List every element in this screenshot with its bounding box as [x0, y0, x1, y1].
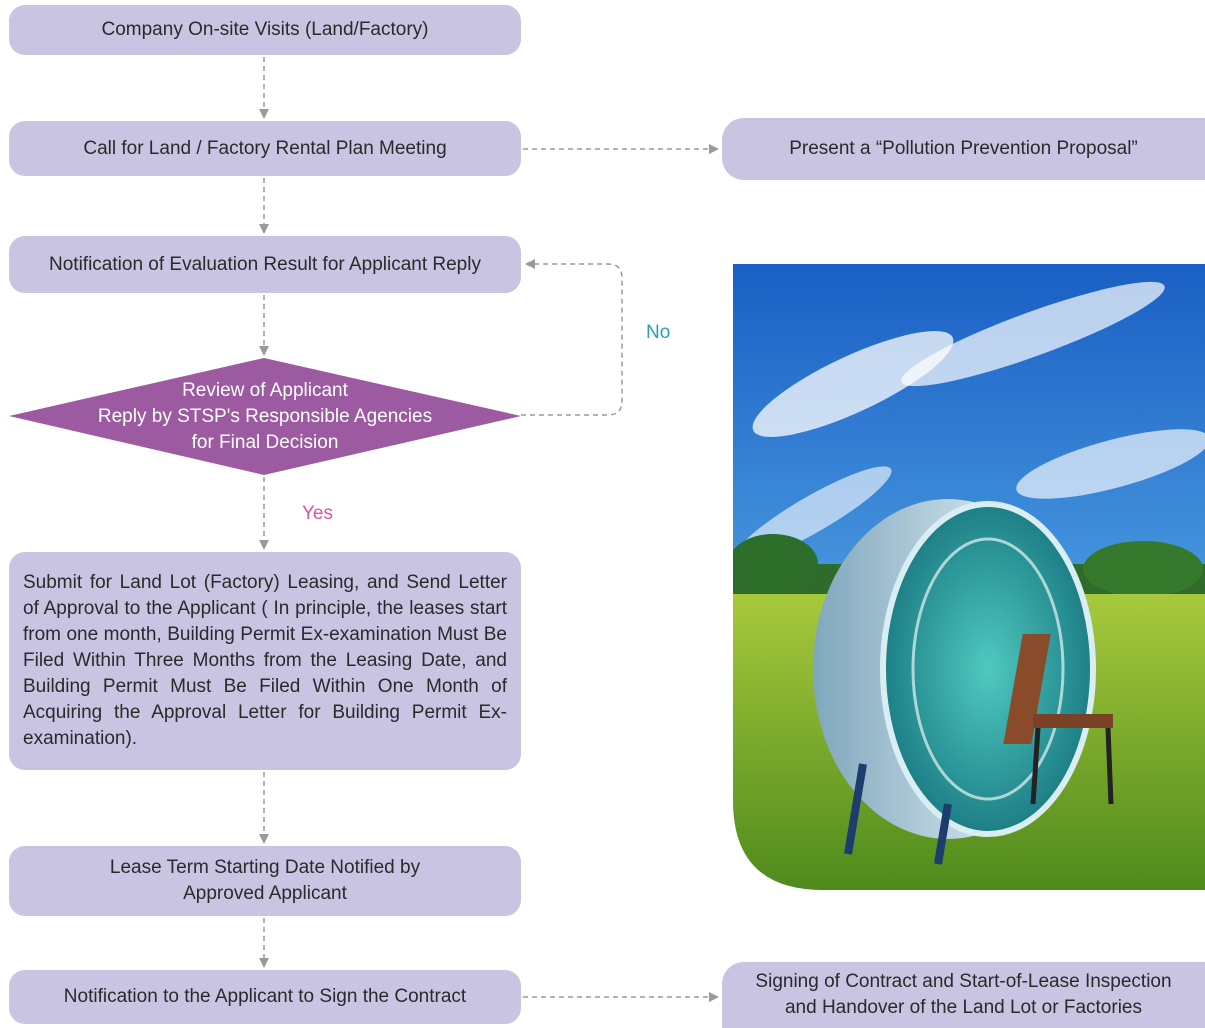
step-onsite-visits-text: Company On-site Visits (Land/Factory)	[101, 19, 429, 40]
park-sculpture-photo	[733, 264, 1205, 890]
decision-diamond-shape	[9, 358, 521, 475]
step-submit-leasing: Submit for Land Lot (Factory) Leasing, a…	[9, 552, 521, 770]
decision-line-2: Reply by STSP's Responsible Agencies	[97, 406, 433, 427]
decision-line-1: Review of Applicant	[182, 380, 348, 401]
step-sign-contract-notification-text: Notification to the Applicant to Sign th…	[63, 986, 467, 1007]
step-submit-leasing-text: Submit for Land Lot (Factory) Leasing, a…	[23, 572, 507, 749]
side-contract-handover-line-2: and Handover of the Land Lot or Factorie…	[784, 997, 1142, 1018]
step-sign-contract-notification: Notification to the Applicant to Sign th…	[9, 970, 521, 1024]
no-label: No	[646, 322, 671, 343]
step-onsite-visits: Company On-site Visits (Land/Factory)	[9, 5, 521, 55]
side-pollution-proposal-text: Present a “Pollution Prevention Proposal…	[789, 138, 1138, 159]
step-rental-plan-meeting-text: Call for Land / Factory Rental Plan Meet…	[83, 137, 447, 159]
step-rental-plan-meeting: Call for Land / Factory Rental Plan Meet…	[9, 121, 521, 176]
step-lease-start-date: Lease Term Starting Date Notified by App…	[9, 846, 521, 916]
step-evaluation-notification: Notification of Evaluation Result for Ap…	[9, 236, 521, 293]
yes-label: Yes	[302, 503, 333, 524]
step-lease-start-date-line-1: Lease Term Starting Date Notified by	[109, 857, 421, 878]
step-evaluation-notification-text: Notification of Evaluation Result for Ap…	[49, 253, 481, 275]
step-lease-start-date-line-2: Approved Applicant	[183, 883, 347, 904]
connector-no-loop	[521, 259, 623, 416]
side-pollution-proposal: Present a “Pollution Prevention Proposal…	[722, 118, 1205, 180]
side-contract-handover: Signing of Contract and Start-of-Lease I…	[722, 962, 1205, 1028]
side-contract-handover-line-1: Signing of Contract and Start-of-Lease I…	[755, 971, 1172, 992]
decision-text: Review of Applicant Reply by STSP's Resp…	[69, 378, 461, 456]
decision-review: Review of Applicant Reply by STSP's Resp…	[9, 358, 521, 475]
decision-line-3: for Final Decision	[191, 432, 339, 453]
